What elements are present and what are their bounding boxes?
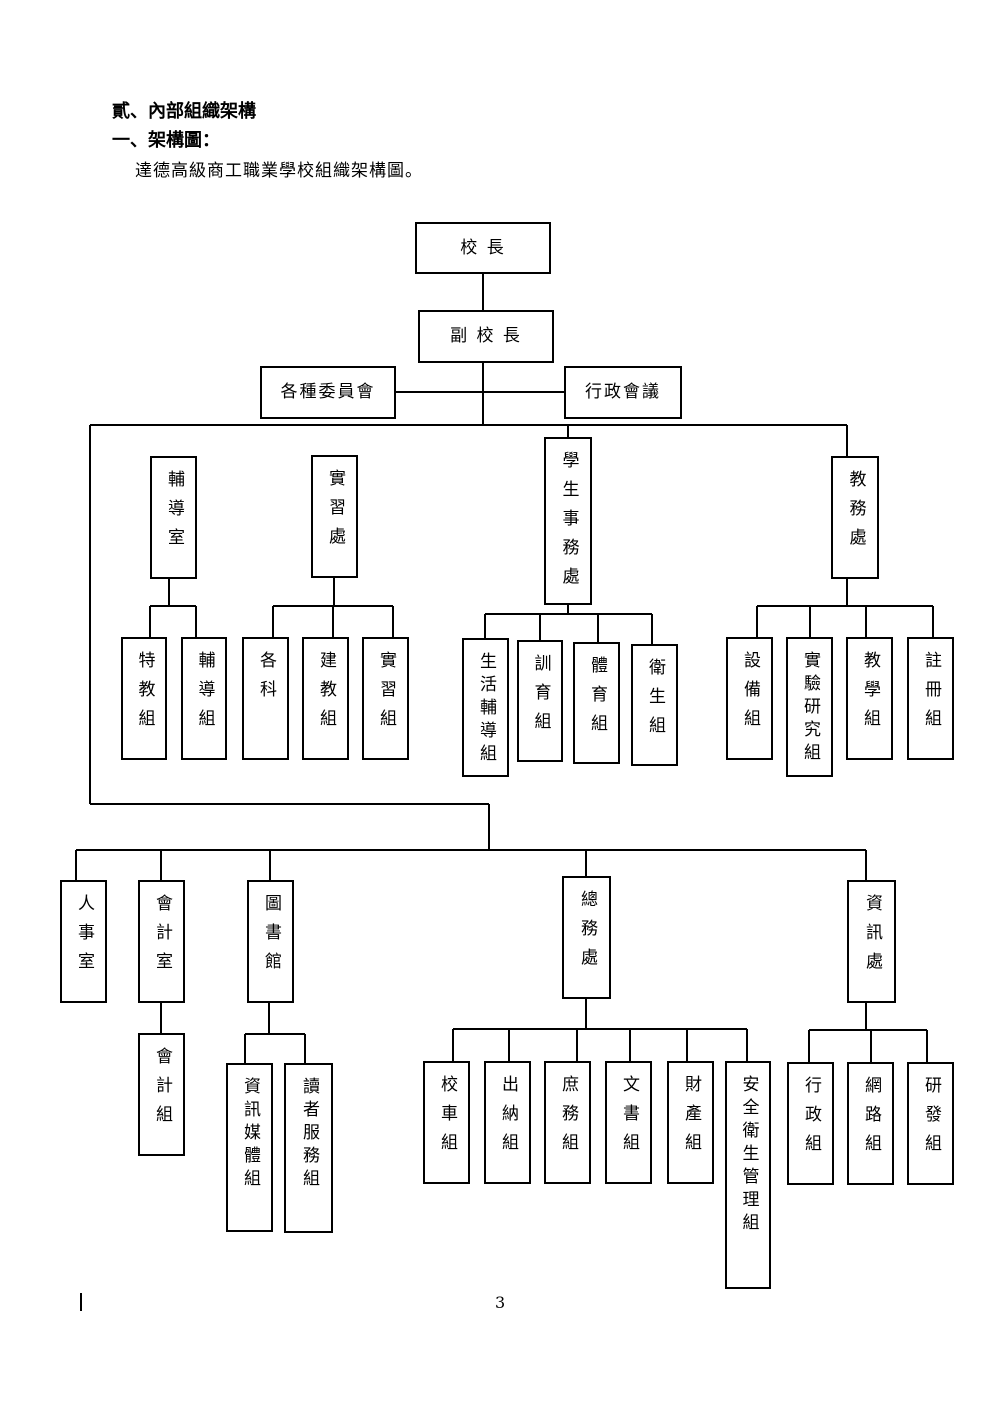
unit-label: 財產組: [681, 1075, 701, 1162]
unit-label: 特教組: [134, 651, 155, 738]
unit-box: 生活輔導組: [462, 638, 509, 777]
unit-box: 會計組: [138, 1033, 185, 1156]
unit-label: 校車組: [437, 1075, 457, 1162]
unit-label: 生活輔導組: [476, 652, 496, 767]
text-cursor: [80, 1293, 82, 1311]
general-affairs-box: 總務處: [562, 876, 611, 999]
practicum-office-label: 實習處: [325, 469, 345, 556]
academic-affairs-label: 教務處: [845, 470, 866, 557]
principal-box: 校 長: [415, 222, 551, 274]
unit-label: 輔導組: [194, 651, 215, 738]
unit-label: 行政組: [801, 1076, 821, 1163]
unit-label: 出納組: [498, 1075, 518, 1162]
unit-box: 校車組: [423, 1061, 470, 1184]
it-office-label: 資訊處: [862, 894, 882, 981]
unit-label: 實驗研究組: [800, 651, 820, 766]
page-number: 3: [495, 1293, 506, 1312]
unit-box: 衛生組: [631, 644, 678, 766]
unit-box: 出納組: [484, 1061, 531, 1184]
principal-label: 校 長: [460, 237, 506, 258]
admin-meeting-box: 行政會議: [564, 366, 682, 419]
unit-label: 設備組: [740, 651, 760, 738]
student-affairs-label: 學生事務處: [558, 451, 579, 596]
academic-affairs-box: 教務處: [831, 456, 879, 579]
unit-box: 建教組: [302, 637, 349, 760]
student-affairs-box: 學生事務處: [544, 437, 592, 605]
committees-label: 各種委員會: [280, 382, 376, 402]
it-office-box: 資訊處: [847, 880, 896, 1003]
unit-label: 教學組: [860, 651, 880, 738]
unit-label: 安全衛生管理組: [738, 1075, 759, 1236]
unit-label: 讀者服務組: [299, 1077, 319, 1192]
unit-label: 網路組: [861, 1076, 881, 1163]
unit-box: 文書組: [605, 1061, 652, 1184]
admin-meeting-label: 行政會議: [585, 382, 661, 402]
unit-box: 研發組: [907, 1062, 954, 1185]
unit-box: 各科: [242, 637, 289, 760]
unit-box: 教學組: [846, 637, 893, 760]
unit-box: 註冊組: [907, 637, 954, 760]
unit-box: 庶務組: [544, 1061, 591, 1184]
unit-box: 輔導組: [181, 637, 227, 760]
unit-box: 安全衛生管理組: [725, 1061, 771, 1289]
unit-box: 體育組: [573, 642, 620, 764]
unit-box: 讀者服務組: [284, 1063, 333, 1233]
unit-box: 實習組: [362, 637, 409, 760]
library-box: 圖書館: [247, 880, 294, 1003]
section-heading: 貳、內部組織架構: [112, 101, 256, 122]
unit-box: 網路組: [847, 1062, 894, 1185]
accounting-office-label: 會計室: [152, 894, 172, 981]
unit-label: 庶務組: [558, 1075, 578, 1162]
unit-label: 各科: [256, 651, 276, 709]
unit-label: 體育組: [587, 656, 607, 743]
unit-label: 資訊媒體組: [240, 1077, 260, 1192]
personnel-office-label: 人事室: [74, 894, 94, 981]
personnel-office-box: 人事室: [60, 880, 107, 1003]
unit-box: 訓育組: [517, 640, 563, 762]
counseling-office-label: 輔導室: [164, 470, 184, 557]
accounting-office-box: 會計室: [138, 880, 185, 1003]
general-affairs-label: 總務處: [577, 890, 597, 977]
counseling-office-box: 輔導室: [150, 456, 197, 579]
practicum-office-box: 實習處: [311, 455, 358, 578]
chart-caption: 達德高級商工職業學校組織架構圖。: [135, 161, 423, 181]
unit-box: 行政組: [787, 1062, 834, 1185]
unit-label: 註冊組: [921, 651, 941, 738]
unit-box: 設備組: [726, 637, 773, 760]
unit-box: 特教組: [121, 637, 167, 760]
committees-box: 各種委員會: [260, 366, 396, 419]
unit-label: 衛生組: [645, 658, 665, 745]
unit-label: 訓育組: [530, 654, 551, 741]
unit-box: 財產組: [667, 1061, 714, 1184]
unit-label: 實習組: [376, 651, 396, 738]
unit-label: 文書組: [619, 1075, 639, 1162]
unit-box: 實驗研究組: [786, 637, 833, 777]
vice-principal-label: 副 校 長: [450, 326, 522, 346]
unit-label: 建教組: [316, 651, 336, 738]
unit-box: 資訊媒體組: [226, 1063, 273, 1232]
unit-label: 會計組: [152, 1047, 172, 1134]
vice-principal-box: 副 校 長: [418, 310, 554, 363]
subsection-heading: 一、架構圖：: [112, 130, 220, 151]
unit-label: 研發組: [921, 1076, 941, 1163]
library-label: 圖書館: [261, 894, 281, 981]
